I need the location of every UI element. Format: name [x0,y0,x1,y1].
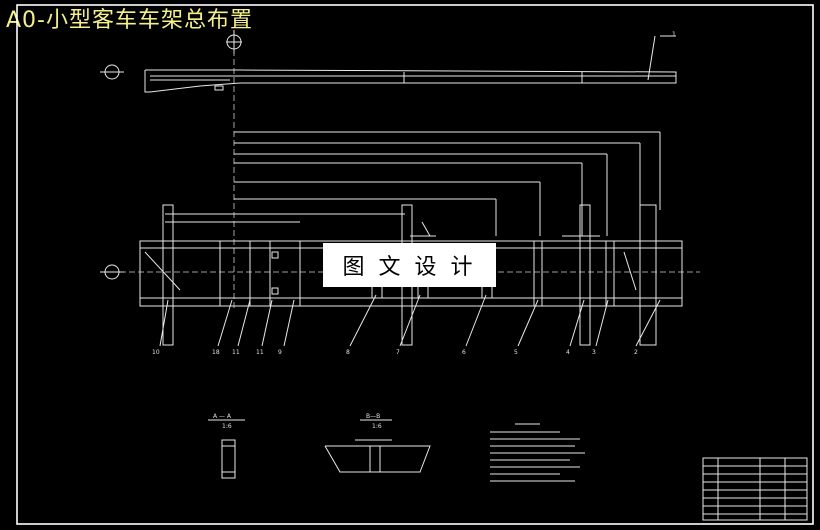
part-number: 18 [212,349,220,356]
watermark-stamp: 图文设计 [323,243,496,287]
datum-marker-side [100,64,124,80]
part-number: 6 [462,349,466,356]
part-number-labels: 10 18 11 11 9 8 7 6 5 4 3 2 1 [152,31,676,356]
technical-notes [490,423,585,482]
part-number: 9 [278,349,282,356]
part-number: 7 [396,349,400,356]
part-number: 3 [592,349,596,356]
part-number: 1 [672,31,676,38]
dimension-lines [165,131,661,237]
part-number: 8 [346,349,350,356]
section-bb: B—B 1:6 [324,413,431,473]
part-number: 4 [566,349,570,356]
section-bb-scale: 1:6 [372,423,382,430]
part-number: 10 [152,349,160,356]
leader-lines [159,294,661,347]
part-number: 11 [232,349,240,356]
section-aa-scale: 1:6 [222,423,232,430]
plan-view-frame [139,204,683,346]
section-aa-label: A — A [213,413,232,420]
part-number: 2 [634,349,638,356]
part-number: 11 [256,349,264,356]
section-aa: A — A 1:6 [208,413,245,479]
drawing-border [16,4,814,525]
title-block [702,457,808,521]
section-bb-label: B—B [366,413,380,420]
drawing-title: A0-小型客车车架总布置 [6,8,253,33]
part-number: 5 [514,349,518,356]
side-view-rail [144,35,677,93]
